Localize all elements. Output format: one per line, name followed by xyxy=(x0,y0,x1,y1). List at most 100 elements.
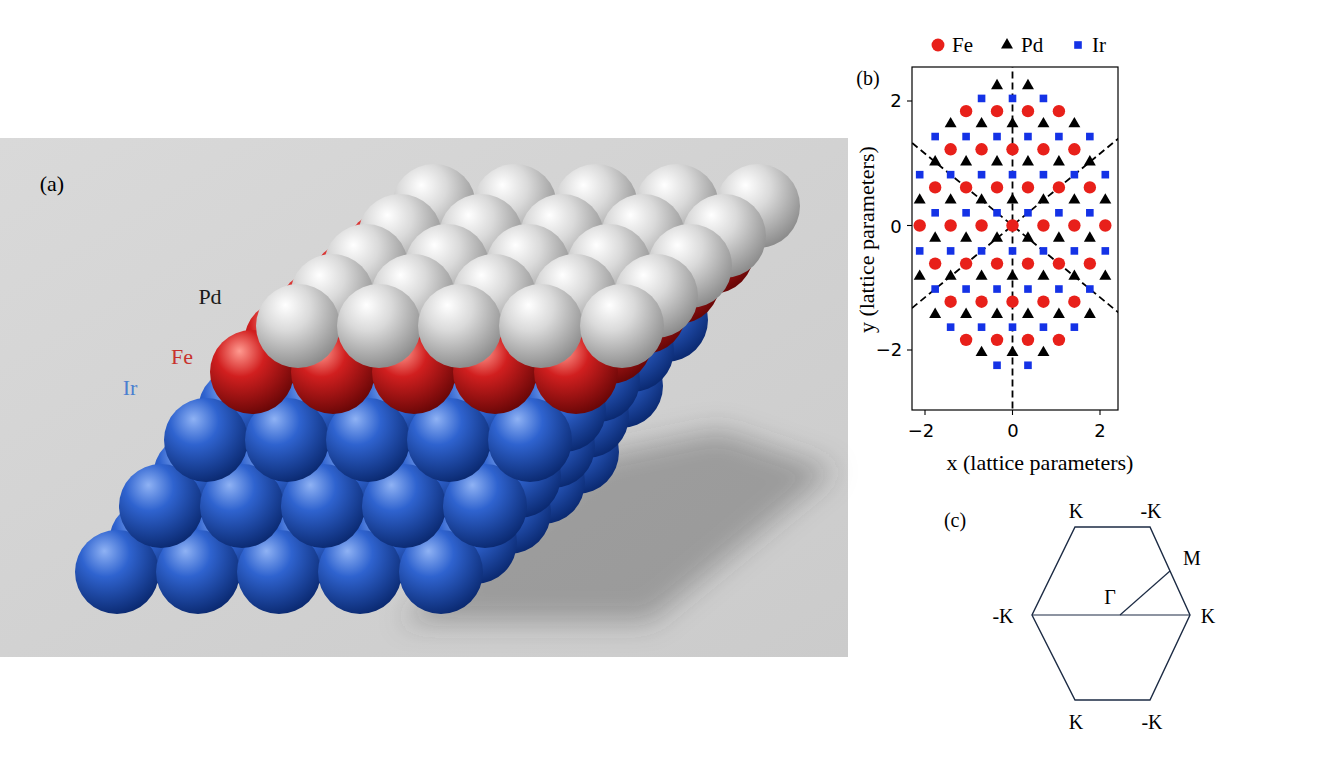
brillouin-zone xyxy=(1032,527,1190,700)
pd-site xyxy=(991,231,1003,241)
k-point-label: Γ xyxy=(1104,586,1116,609)
pd-site xyxy=(1007,117,1019,127)
k-path xyxy=(1032,614,1190,615)
pd-site xyxy=(929,231,941,241)
atom-sphere xyxy=(164,398,248,482)
pd-site xyxy=(914,193,926,203)
fe-site xyxy=(929,257,941,269)
ir-site xyxy=(1071,247,1079,255)
ir-site xyxy=(931,209,939,217)
label-text: 2 xyxy=(1094,420,1105,441)
pd-site xyxy=(929,308,941,318)
fe-site xyxy=(960,257,972,269)
fe-site xyxy=(944,219,956,231)
pd-site xyxy=(1084,308,1096,318)
fe-site xyxy=(960,181,972,193)
label-text: K xyxy=(1201,605,1215,627)
k-point-label: K xyxy=(1069,711,1083,734)
atom-sphere xyxy=(580,284,664,368)
ir-site xyxy=(1055,285,1063,293)
ir-site xyxy=(993,361,1001,369)
ir-site xyxy=(978,323,986,331)
pd-site xyxy=(1037,346,1049,356)
layer-name: Fe xyxy=(171,344,193,369)
label-text: 2 xyxy=(890,90,901,111)
fe-site xyxy=(1037,143,1049,155)
ir-site xyxy=(1009,171,1017,179)
pd-site xyxy=(1068,269,1080,279)
fe-site xyxy=(1006,219,1018,231)
pd-site xyxy=(1007,193,1019,203)
axis-tick xyxy=(1099,410,1100,415)
pd-site xyxy=(1084,231,1096,241)
fe-site xyxy=(960,334,972,346)
ir-site xyxy=(962,209,970,217)
ir-site xyxy=(947,171,955,179)
pd-site xyxy=(991,79,1003,89)
fe-site xyxy=(975,296,987,308)
atom-sphere xyxy=(499,284,583,368)
label-text: Fe xyxy=(171,344,193,369)
ir-site xyxy=(1040,95,1048,103)
ir-site xyxy=(1009,95,1017,103)
ir-site xyxy=(978,171,986,179)
fe-site xyxy=(1053,334,1065,346)
pd-site xyxy=(1068,193,1080,203)
atom-sphere xyxy=(418,284,502,368)
label-text: -K xyxy=(1140,500,1161,522)
ir-site xyxy=(1040,171,1048,179)
ir-site xyxy=(1040,247,1048,255)
ir-site xyxy=(1040,323,1048,331)
layer-name: Ir xyxy=(123,375,138,400)
atom-sphere xyxy=(256,284,340,368)
fe-site xyxy=(1068,143,1080,155)
tick-label: 0 xyxy=(1007,421,1018,442)
fe-site xyxy=(991,105,1003,117)
ir-site xyxy=(1101,171,1109,179)
label-text: −2 xyxy=(876,339,903,360)
ir-site xyxy=(962,285,970,293)
label-text: K xyxy=(1069,711,1083,733)
pd-site xyxy=(976,269,988,279)
axis-tick xyxy=(907,349,912,350)
symmetry-line xyxy=(912,101,1118,350)
ir-site xyxy=(947,247,955,255)
ir-site xyxy=(1101,247,1109,255)
fe-site xyxy=(991,257,1003,269)
tick-label: −2 xyxy=(876,340,903,361)
label-text: K xyxy=(1069,500,1083,522)
tick-label: 0 xyxy=(890,217,901,238)
label-text: Pd xyxy=(198,284,221,309)
pd-site xyxy=(914,269,926,279)
pd-site xyxy=(1022,79,1034,89)
label-text: y (lattice parameters) xyxy=(853,147,878,334)
ir-site xyxy=(1055,133,1063,141)
legend-marker xyxy=(932,39,945,52)
plot-frame xyxy=(912,67,1118,410)
pd-site xyxy=(1007,269,1019,279)
pd-site xyxy=(976,346,988,356)
k-point-label: K xyxy=(1201,605,1215,628)
ir-site xyxy=(993,133,1001,141)
atom-slab xyxy=(75,164,800,614)
pd-site xyxy=(945,193,957,203)
label-text: (b) xyxy=(856,67,879,89)
fe-site xyxy=(975,143,987,155)
symmetry-line xyxy=(912,101,1118,350)
ir-site xyxy=(993,209,1001,217)
ir-site xyxy=(978,247,986,255)
ir-site xyxy=(1071,323,1079,331)
pd-site xyxy=(1037,269,1049,279)
ir-site xyxy=(1009,247,1017,255)
ir-site xyxy=(978,95,986,103)
pd-site xyxy=(960,155,972,165)
fe-site xyxy=(1084,181,1096,193)
legend-marker xyxy=(1001,38,1013,48)
fe-site xyxy=(1053,257,1065,269)
pd-site xyxy=(976,117,988,127)
fe-site xyxy=(929,181,941,193)
ir-site xyxy=(1086,209,1094,217)
label-text: Ir xyxy=(123,375,138,400)
